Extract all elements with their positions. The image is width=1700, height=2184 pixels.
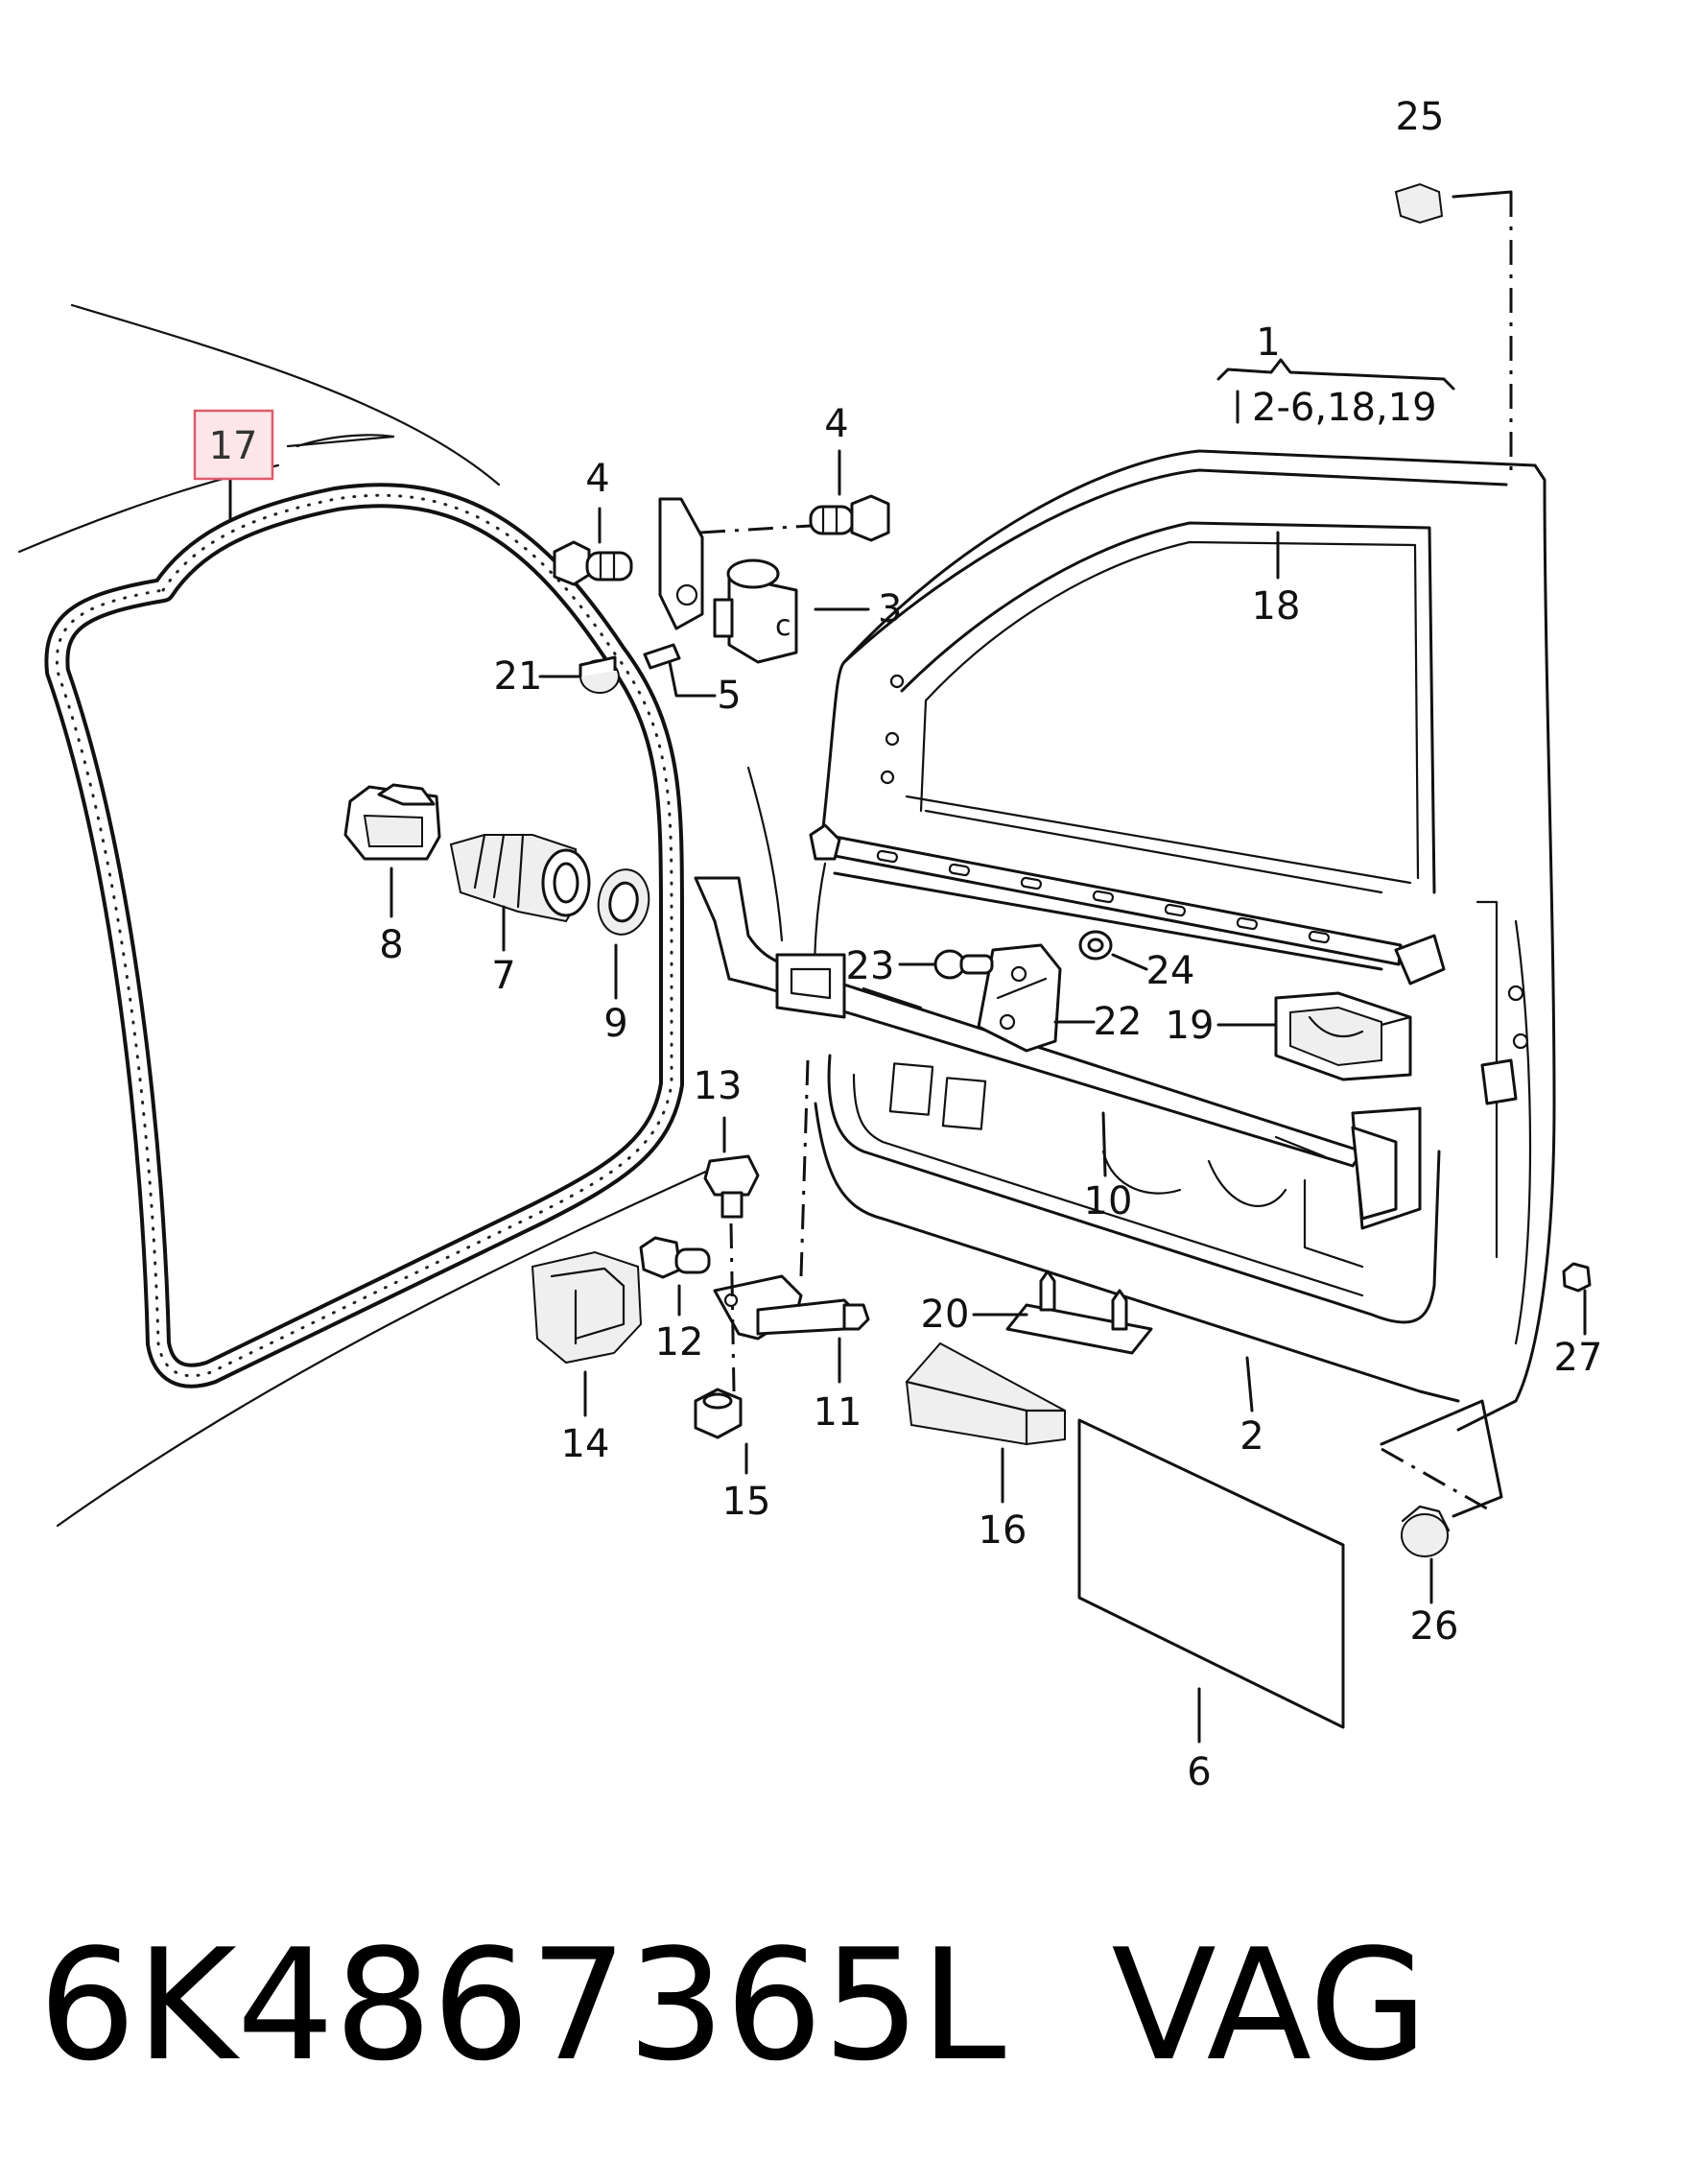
check-strap-part-11 [713,1274,870,1341]
grommet-part-7 [449,833,591,923]
cap-part-25 [1394,182,1444,225]
callout-4-left: 4 [585,457,609,501]
callout-24: 24 [1146,949,1195,993]
callout-1: 1 [1256,320,1280,365]
callout-4-right: 4 [824,402,848,446]
nut-part-15 [694,1388,743,1439]
callout-21: 21 [494,654,543,699]
callout-26: 26 [1410,1604,1459,1649]
cap-part-21 [578,655,620,694]
screw-part-27 [1562,1262,1592,1293]
callout-10: 10 [1084,1179,1133,1223]
panel-sheet-part-6 [1077,1418,1345,1729]
holder-part-14 [531,1250,643,1365]
bracket-part-22 [977,943,1062,1053]
highlight-box-part-17 [193,409,274,481]
callout-6: 6 [1187,1750,1211,1794]
callout-labels: 1 2-6,18,19 2 3 4 4 5 6 7 8 9 10 11 12 1… [209,95,1603,1794]
hinge-part-3: c [658,497,798,664]
callout-3: 3 [878,587,902,631]
callout-16: 16 [979,1508,1027,1553]
screw-part-5 [643,643,681,670]
foam-wedge-part-16 [905,1341,1067,1446]
callout-23: 23 [846,944,895,988]
callout-20: 20 [921,1293,970,1337]
callout-18: 18 [1252,584,1301,629]
bolt-part-23 [933,949,994,980]
ring-part-9 [597,868,650,936]
callout-5: 5 [717,674,741,718]
part-number: 6K4867365L [38,1915,1006,2095]
mechanism-part-19 [1274,991,1412,1081]
callout-22: 22 [1094,1000,1143,1044]
window-rail-slots [876,849,1331,944]
cap-part-26 [1401,1505,1451,1557]
part-number-footer: 6K4867365L VAG [38,1910,1669,2101]
callout-15: 15 [722,1480,771,1524]
clip-plate-part-20 [1005,1270,1153,1355]
bolt-part-4-right [809,494,890,542]
callout-1-subparts: 2-6,18,19 [1252,386,1437,430]
callout-8: 8 [379,923,403,967]
reinforcement-bar-part-10 [694,876,1422,1230]
bolt-part-4-left [553,540,633,586]
door-seal-part-17 [44,483,684,1389]
svg-text:c: c [775,609,791,643]
callout-9: 9 [603,1002,627,1046]
leader-lines [228,190,1587,1744]
callout-11: 11 [814,1390,862,1435]
callout-7: 7 [491,954,515,998]
clip-part-8 [343,783,441,861]
callout-14: 14 [561,1422,610,1466]
callout-25: 25 [1396,95,1445,139]
callout-19: 19 [1166,1004,1215,1048]
callout-27: 27 [1554,1336,1603,1380]
brand-name: VAG [1111,1915,1428,2095]
door-shell-part-2 [746,449,1556,1432]
callout-13: 13 [694,1064,743,1108]
callout-17: 17 [209,424,258,468]
callout-12: 12 [655,1320,704,1365]
bolt-part-12 [639,1236,711,1279]
callout-2: 2 [1240,1414,1263,1459]
grommet-part-24 [1078,930,1113,961]
screw-part-13 [703,1154,760,1219]
